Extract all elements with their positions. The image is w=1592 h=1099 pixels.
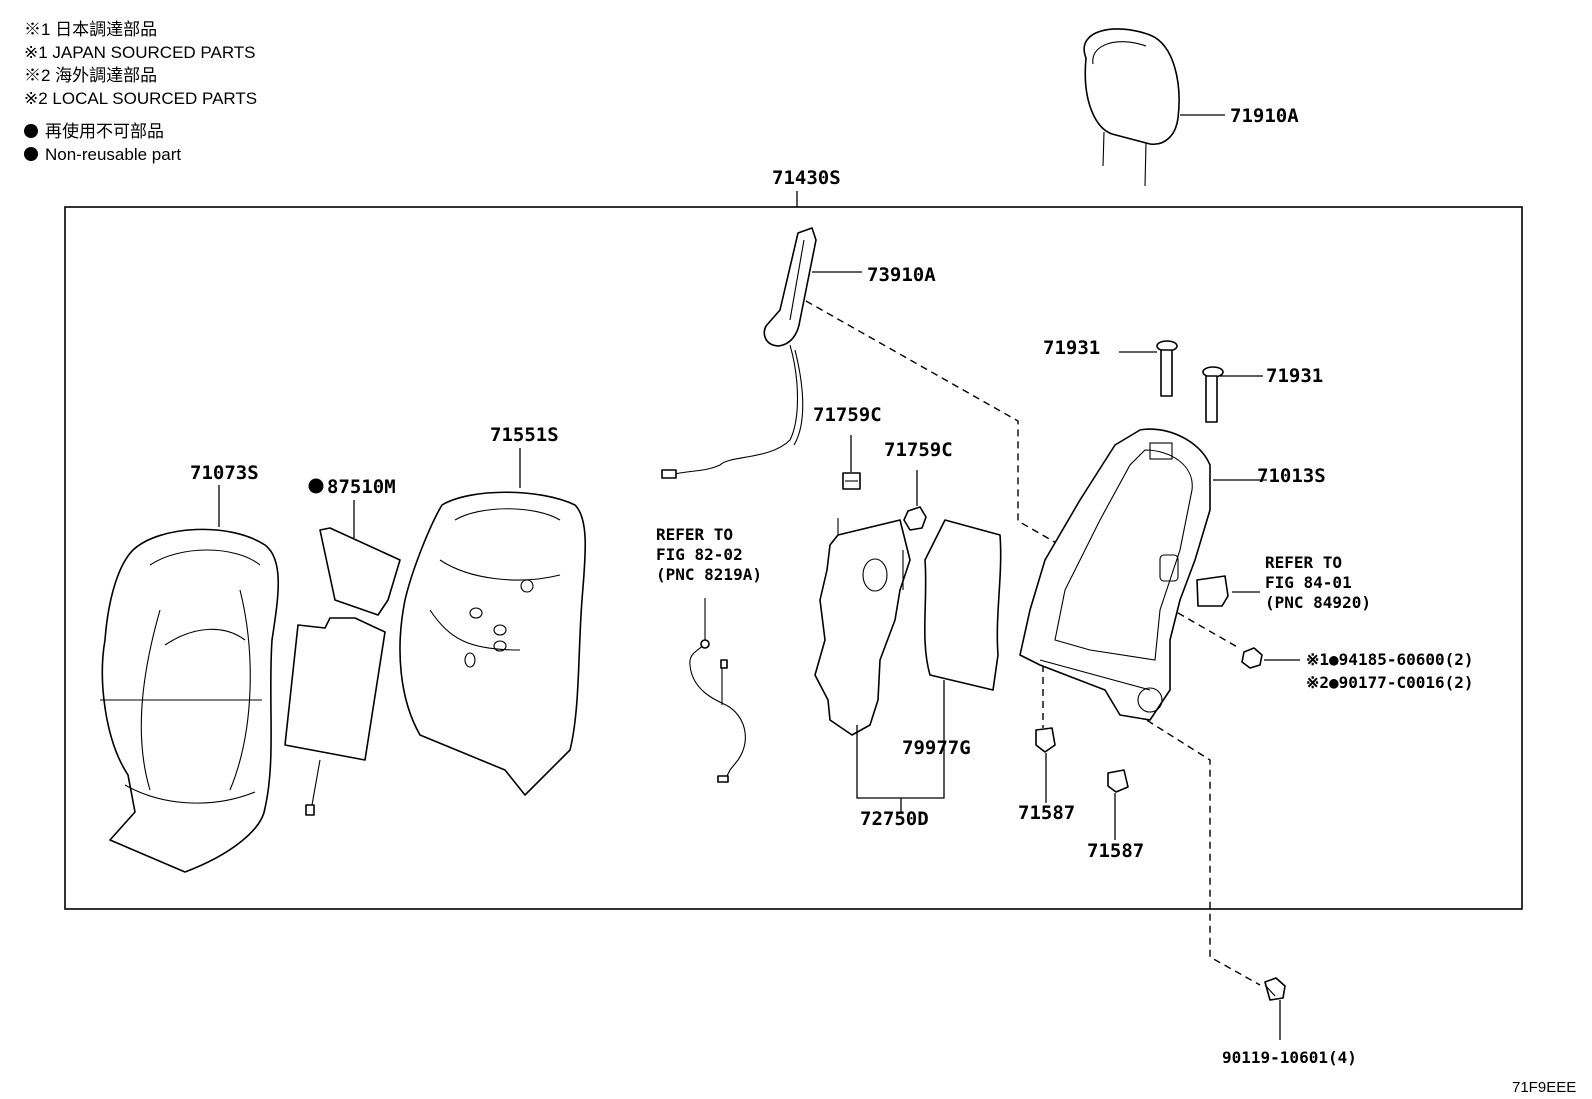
label-94185-60600[interactable]: ※1●94185-60600(2) bbox=[1306, 650, 1474, 669]
assembly-box bbox=[64, 206, 1523, 910]
label-72750d[interactable]: 72750D bbox=[860, 808, 929, 830]
bolt-90119-illustration bbox=[1264, 977, 1286, 1001]
bolt-71931-b bbox=[1202, 366, 1224, 423]
seat-heater-illustration bbox=[284, 527, 401, 816]
svg-text:(PNC 84920): (PNC 84920) bbox=[1265, 593, 1371, 612]
illustration-code: 71F9EEE bbox=[1512, 1079, 1576, 1096]
label-71931-a[interactable]: 71931 bbox=[1043, 337, 1100, 359]
label-79977g[interactable]: 79977G bbox=[902, 737, 971, 759]
svg-text:REFER TO: REFER TO bbox=[656, 525, 733, 544]
label-90119-10601[interactable]: 90119-10601(4) bbox=[1222, 1048, 1357, 1067]
legend: ※1 日本調達部品 ※1 JAPAN SOURCED PARTS ※2 海外調達… bbox=[24, 18, 257, 166]
back-board-illustration bbox=[814, 518, 911, 736]
label-71013s[interactable]: 71013S bbox=[1257, 465, 1326, 487]
bullet-icon bbox=[24, 147, 38, 161]
svg-text:FIG 84-01: FIG 84-01 bbox=[1265, 573, 1352, 592]
svg-text:(PNC 8219A): (PNC 8219A) bbox=[656, 565, 762, 584]
seatback-pad-illustration bbox=[399, 491, 587, 796]
nut-illustration bbox=[1241, 647, 1263, 669]
clip-71759c-a bbox=[842, 472, 861, 490]
label-71430s[interactable]: 71430S bbox=[772, 167, 841, 189]
clip-71587-b bbox=[1107, 769, 1129, 793]
legend-local-sourced-jp: ※2 海外調達部品 bbox=[24, 66, 158, 85]
svg-text:FIG 82-02: FIG 82-02 bbox=[656, 545, 743, 564]
legend-japan-sourced-jp: ※1 日本調達部品 bbox=[24, 20, 158, 39]
refer-note-84-01[interactable]: REFER TO FIG 84-01 (PNC 84920) bbox=[1265, 553, 1371, 612]
legend-local-sourced-en: ※2 LOCAL SOURCED PARTS bbox=[24, 89, 258, 108]
bullet-icon bbox=[24, 124, 38, 138]
label-71910a[interactable]: 71910A bbox=[1230, 105, 1299, 127]
side-airbag-illustration bbox=[661, 227, 817, 479]
clip-71587-a bbox=[1035, 727, 1056, 753]
label-71073s[interactable]: 71073S bbox=[190, 462, 259, 484]
pad-79977g-illustration bbox=[923, 519, 1002, 691]
wire-harness-illustration bbox=[689, 598, 746, 783]
seatback-frame-illustration bbox=[1019, 428, 1211, 721]
seatback-cover-illustration bbox=[100, 528, 279, 873]
cover-84920-illustration bbox=[1196, 575, 1229, 607]
nonreusable-bullet-icon bbox=[308, 478, 324, 494]
legend-japan-sourced-en: ※1 JAPAN SOURCED PARTS bbox=[24, 43, 256, 62]
label-71551s[interactable]: 71551S bbox=[490, 424, 559, 446]
label-90177-c0016[interactable]: ※2●90177-C0016(2) bbox=[1306, 673, 1474, 692]
label-71587-a[interactable]: 71587 bbox=[1018, 802, 1075, 824]
label-87510m[interactable]: 87510M bbox=[327, 476, 396, 498]
svg-text:REFER TO: REFER TO bbox=[1265, 553, 1342, 572]
refer-note-82-02[interactable]: REFER TO FIG 82-02 (PNC 8219A) bbox=[656, 525, 762, 584]
label-71587-b[interactable]: 71587 bbox=[1087, 840, 1144, 862]
label-71931-b[interactable]: 71931 bbox=[1266, 365, 1323, 387]
label-71759c-a[interactable]: 71759C bbox=[813, 404, 882, 426]
legend-nonreusable-en: Non-reusable part bbox=[24, 143, 257, 166]
headrest-illustration bbox=[1083, 28, 1180, 187]
label-71759c-b[interactable]: 71759C bbox=[884, 439, 953, 461]
label-73910a[interactable]: 73910A bbox=[867, 264, 936, 286]
bolt-71931-a bbox=[1156, 340, 1178, 397]
legend-nonreusable-jp: 再使用不可部品 bbox=[24, 120, 257, 143]
clip-71759c-b bbox=[903, 506, 927, 531]
